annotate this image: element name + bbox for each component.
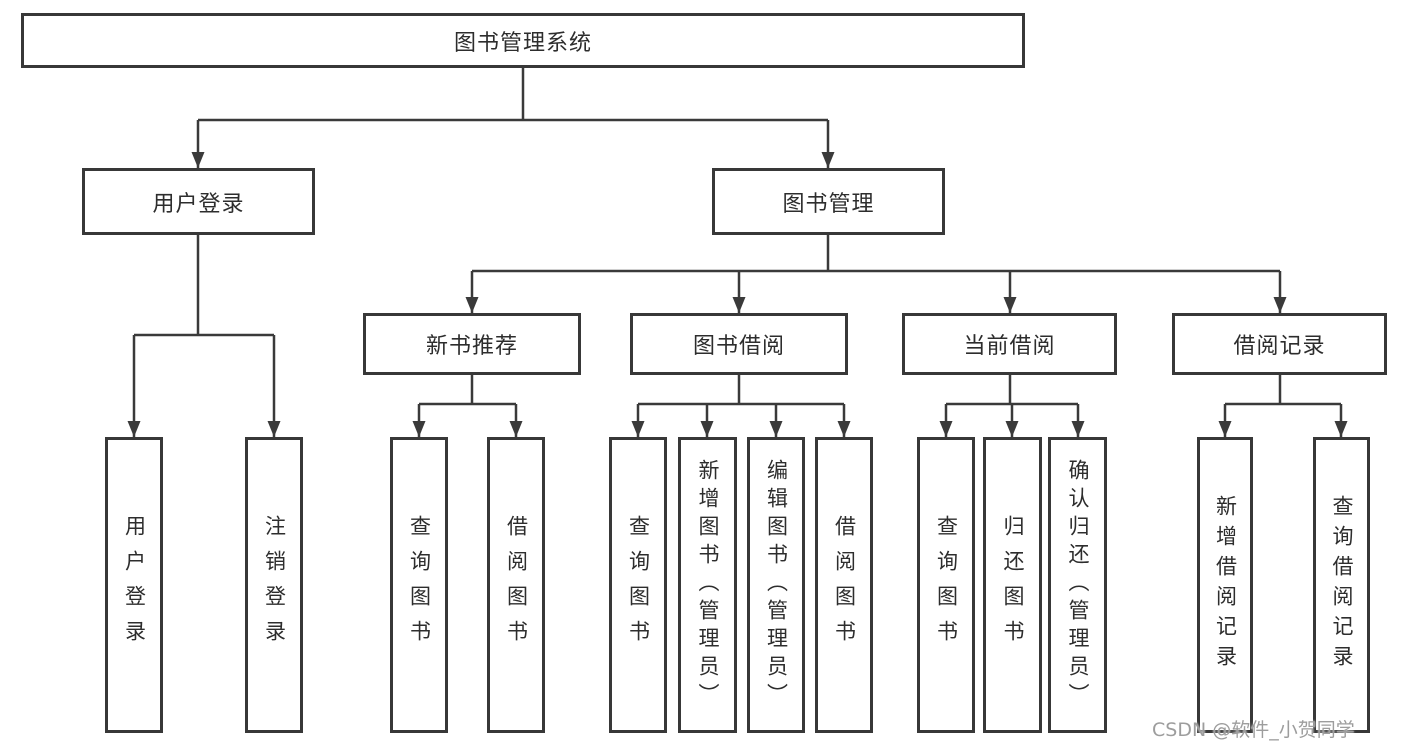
leaf-logout: 注销登录 xyxy=(245,437,303,733)
leaf-borrowing-add-books-admin: 新增图书（管理员） xyxy=(678,437,737,733)
leaf-current-confirm-return-admin: 确认归还（管理员） xyxy=(1048,437,1107,733)
node-book-management-label: 图书管理 xyxy=(782,191,875,217)
node-borrowing-records: 借阅记录 xyxy=(1172,313,1387,375)
leaf-borrowing-borrow-books-label: 借阅图书 xyxy=(832,515,857,655)
leaf-recommend-borrow-books-label: 借阅图书 xyxy=(504,515,529,655)
node-book-borrowing: 图书借阅 xyxy=(630,313,848,375)
leaf-current-query-books: 查询图书 xyxy=(917,437,975,733)
leaf-borrowing-query-books-label: 查询图书 xyxy=(626,515,651,655)
leaf-borrowing-add-books-admin-label: 新增图书（管理员） xyxy=(696,459,720,711)
node-user-login-label: 用户登录 xyxy=(152,191,245,217)
node-new-book-recommend: 新书推荐 xyxy=(363,313,581,375)
leaf-records-add-record: 新增借阅记录 xyxy=(1197,437,1253,733)
leaf-records-query-record-label: 查询借阅记录 xyxy=(1330,495,1354,675)
leaf-current-return-books-label: 归还图书 xyxy=(1001,515,1025,655)
leaf-borrowing-query-books: 查询图书 xyxy=(609,437,667,733)
leaf-current-query-books-label: 查询图书 xyxy=(934,515,959,655)
leaf-borrowing-borrow-books: 借阅图书 xyxy=(815,437,873,733)
node-book-borrowing-label: 图书借阅 xyxy=(692,334,785,359)
node-book-management: 图书管理 xyxy=(712,168,945,235)
leaf-current-confirm-return-admin-label: 确认归还（管理员） xyxy=(1066,459,1090,711)
leaf-user-login-label: 用户登录 xyxy=(122,515,147,655)
leaf-borrowing-edit-books-admin: 编辑图书（管理员） xyxy=(747,437,805,733)
node-user-login: 用户登录 xyxy=(82,168,315,235)
arrowheads xyxy=(127,152,1348,437)
leaf-borrowing-edit-books-admin-label: 编辑图书（管理员） xyxy=(764,459,789,711)
leaf-user-login: 用户登录 xyxy=(105,437,163,733)
node-root-label: 图书管理系统 xyxy=(453,30,592,56)
leaf-records-add-record-label: 新增借阅记录 xyxy=(1213,495,1238,675)
node-current-borrowing: 当前借阅 xyxy=(902,313,1117,375)
leaf-current-return-books: 归还图书 xyxy=(983,437,1042,733)
leaf-recommend-query-books: 查询图书 xyxy=(390,437,448,733)
leaf-logout-label: 注销登录 xyxy=(262,515,287,655)
node-borrowing-records-label: 借阅记录 xyxy=(1233,334,1326,359)
node-current-borrowing-label: 当前借阅 xyxy=(963,334,1056,359)
csdn-watermark: CSDN @软件_小贺同学 xyxy=(1152,719,1355,741)
leaf-recommend-query-books-label: 查询图书 xyxy=(407,515,432,655)
leaf-recommend-borrow-books: 借阅图书 xyxy=(487,437,545,733)
leaf-records-query-record: 查询借阅记录 xyxy=(1313,437,1370,733)
node-new-book-recommend-label: 新书推荐 xyxy=(425,334,518,359)
node-root-system: 图书管理系统 xyxy=(21,13,1025,68)
